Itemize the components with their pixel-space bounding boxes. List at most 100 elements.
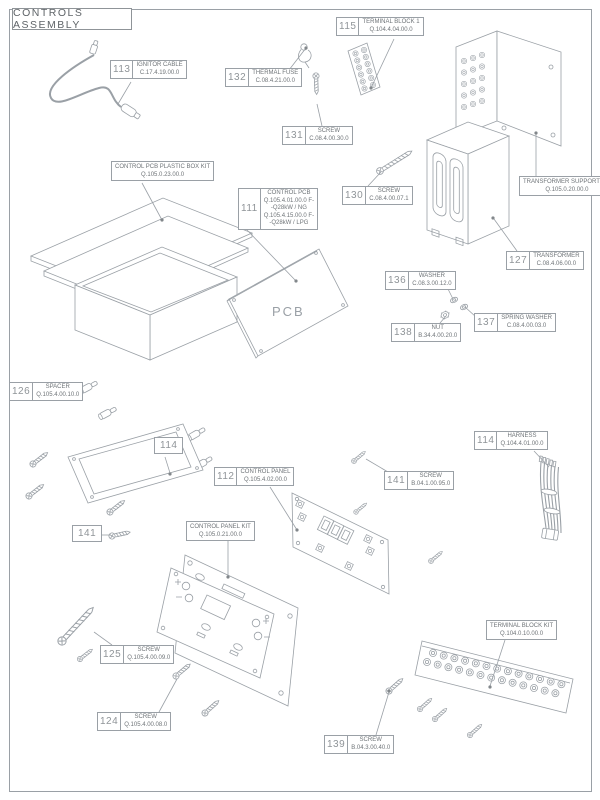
callout-number: 136 <box>386 272 410 289</box>
part-number: C.08.4.21.00.0 <box>255 77 295 84</box>
part-number: C.08.4.06.00.0 <box>536 260 577 267</box>
part-number: C.08.3.00.12.0 <box>412 280 452 287</box>
callout-number: 113 <box>111 61 134 78</box>
part-number: C.17.4.19.00.0 <box>139 69 180 76</box>
kit-part-number: Q.104.0.10.00.0 <box>500 631 544 638</box>
part-number: Q.105.4.02.00.0 <box>243 476 287 483</box>
callout-number: 138 <box>392 324 416 341</box>
part-variant: -Q28kW / LPG <box>269 220 309 226</box>
callout-111: 111 CONTROL PCB Q.105.4.01.00.0 F- -Q28k… <box>238 188 319 230</box>
part-number: B.04.3.00.40.0 <box>351 744 391 751</box>
leader-lines <box>70 38 550 736</box>
pcb-text: PCB <box>272 304 305 319</box>
part-number: B.04.1.00.95.0 <box>411 480 451 487</box>
part-number: Q.105.4.00.08.0 <box>124 721 168 728</box>
part-name: CONTROL PCB <box>267 190 311 196</box>
part-name: IGNITOR CABLE <box>136 62 183 68</box>
label-transformer-support-kit: TRANSFORMER SUPPORT KIT Q.105.0.20.00.0 <box>519 176 600 197</box>
pcb-plate-drawing: PCB <box>226 248 349 359</box>
callout-number: 130 <box>343 187 367 204</box>
part-number: Q.105.4.01.00.0 F- <box>263 197 315 204</box>
part-number: Q.104.4.01.00.0 <box>500 440 544 447</box>
callout-number: 112 <box>215 468 238 485</box>
part-name: SCREW <box>377 188 401 194</box>
display-bezel-drawing <box>67 423 204 504</box>
part-name: SCREW <box>359 737 382 743</box>
callout-number: 124 <box>98 713 122 730</box>
kit-name: TRANSFORMER SUPPORT KIT <box>523 179 600 185</box>
part-name: SCREW <box>419 473 442 479</box>
part-name: WASHER <box>418 273 445 279</box>
callout-number: 125 <box>101 646 125 663</box>
kit-name: TERMINAL BLOCK KIT <box>490 623 554 629</box>
kit-part-number: Q.105.0.20.00.0 <box>545 187 589 194</box>
label-control-pcb-box-kit: CONTROL PCB PLASTIC BOX KIT Q.105.0.23.0… <box>111 161 215 182</box>
part-name: TERMINAL BLOCK 1 <box>362 19 420 25</box>
ignitor-cable-drawing <box>48 40 141 120</box>
label-control-panel-kit: CONTROL PANEL KIT Q.105.0.21.00.0 <box>186 521 255 542</box>
part-number: Q.104.4.04.00.0 <box>369 26 413 33</box>
callout-number: 137 <box>475 314 499 331</box>
callout-number: 126 <box>10 383 34 400</box>
callout-number: 115 <box>337 18 360 35</box>
part-number: C.08.4.00.07.1 <box>369 195 409 202</box>
kit-name: CONTROL PANEL KIT <box>190 524 251 530</box>
harness-drawing <box>538 455 562 541</box>
transformer-support-bracket-drawing <box>455 30 562 147</box>
control-panel-pcb-drawing <box>291 492 390 595</box>
part-number: Q.105.4.00.10.0 <box>36 391 80 398</box>
label-terminal-block-kit: TERMINAL BLOCK KIT Q.104.0.10.00.0 <box>486 620 558 641</box>
part-name: SCREW <box>134 714 157 720</box>
callout-number: 127 <box>507 252 531 269</box>
part-number: C.08.4.00.30.0 <box>309 135 349 142</box>
kit-part-number: Q.105.0.23.00.0 <box>141 172 185 179</box>
screw-131-drawing <box>312 72 321 95</box>
callout-number: 131 <box>283 127 307 144</box>
tag-141: 141 <box>72 525 103 542</box>
callout-number: 132 <box>226 69 250 86</box>
screw-130-drawing <box>374 147 415 177</box>
part-number: Q.105.4.00.09.0 <box>127 654 171 661</box>
part-name: SPRING WASHER <box>501 315 552 321</box>
part-name: NUT <box>431 325 444 331</box>
part-name: SPACER <box>45 384 70 390</box>
part-number: Q.105.4.15.00.0 F- <box>263 212 315 219</box>
part-variant: -Q28kW / NG <box>270 205 307 211</box>
part-name: SCREW <box>317 128 341 134</box>
tag-114: 114 <box>154 437 184 454</box>
part-name: CONTROL PANEL <box>240 469 291 475</box>
control-faceplate-drawing <box>156 567 275 679</box>
part-name: TRANSFORMER <box>533 253 580 259</box>
part-name: THERMAL FUSE <box>252 70 299 76</box>
kit-name: CONTROL PCB PLASTIC BOX KIT <box>115 164 211 170</box>
part-name: SCREW <box>137 647 160 653</box>
part-number: B.34.4.00.20.0 <box>418 332 458 339</box>
part-name: HARNESS <box>507 433 537 439</box>
washer-nut-set-drawing <box>440 295 469 320</box>
callout-number: 139 <box>325 736 349 753</box>
terminal-block-strip-drawing <box>414 640 574 714</box>
terminal-block-1-drawing <box>347 42 381 96</box>
pcb-box-kit-drawing <box>29 197 254 361</box>
callout-number: 111 <box>239 189 261 229</box>
leader-dots <box>160 46 538 693</box>
transformer-drawing <box>425 121 511 247</box>
